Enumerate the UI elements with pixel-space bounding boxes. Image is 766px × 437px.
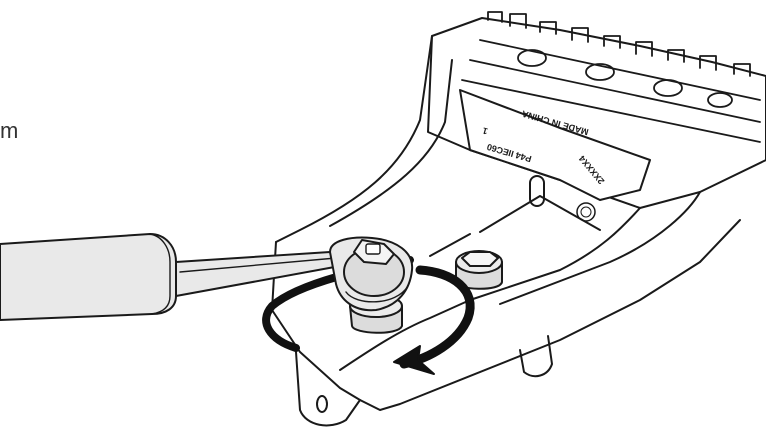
ratchet-wrench-icon bbox=[0, 233, 414, 321]
wrench-handle bbox=[0, 233, 177, 321]
rotation-arrow-head bbox=[393, 345, 435, 375]
terminal-block bbox=[461, 11, 761, 143]
hex-nut-right bbox=[455, 250, 503, 290]
mounting-lug-hole bbox=[316, 395, 328, 413]
housing-left-wall bbox=[275, 35, 433, 243]
housing-recess bbox=[459, 89, 651, 201]
cropped-side-text: m bbox=[0, 118, 19, 143]
charger-housing bbox=[271, 11, 766, 427]
mounting-lug-right bbox=[519, 335, 553, 378]
marking-number: 1 bbox=[481, 125, 489, 136]
rotation-arrow-front bbox=[399, 265, 475, 369]
wrench-shaft bbox=[175, 251, 343, 297]
housing-base-plate bbox=[271, 219, 741, 411]
housing-left-wall-inner bbox=[329, 59, 453, 227]
housing-right-flank-inner bbox=[499, 191, 701, 305]
mounting-lug-left bbox=[295, 351, 361, 427]
bracket-slot bbox=[529, 175, 545, 207]
